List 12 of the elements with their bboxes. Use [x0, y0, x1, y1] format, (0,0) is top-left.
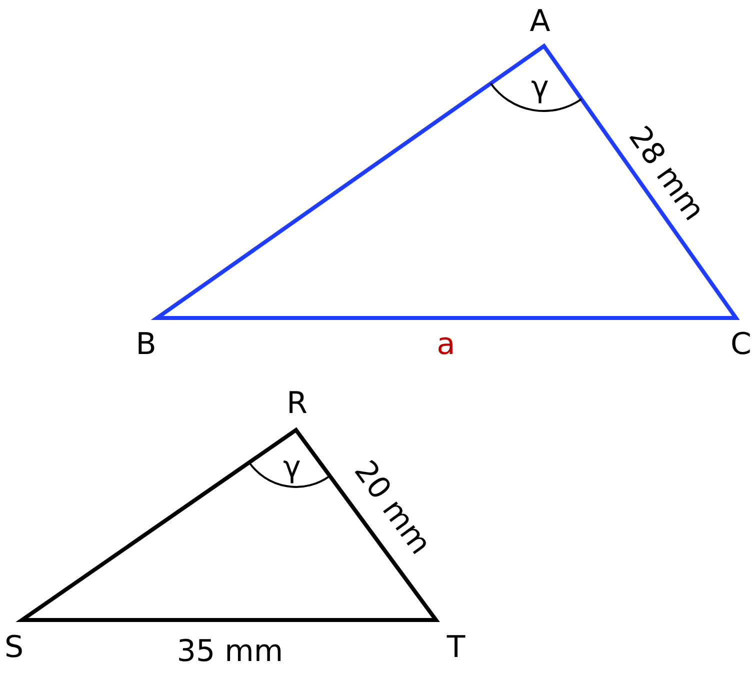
side-label: a [436, 330, 456, 360]
vertex-label: B [136, 330, 156, 360]
vertex-label: C [730, 330, 752, 360]
side-length-label: 28 mm [623, 122, 709, 226]
angle-label: γ [531, 73, 549, 103]
vertex-label: R [286, 389, 308, 419]
vertex-label: A [530, 7, 550, 37]
side-length-label: 35 mm [176, 637, 284, 667]
vertex-label: S [4, 633, 24, 663]
side-length-label: 20 mm [348, 456, 436, 560]
vertex-label: T [446, 633, 466, 663]
angle-label: γ [283, 453, 301, 483]
